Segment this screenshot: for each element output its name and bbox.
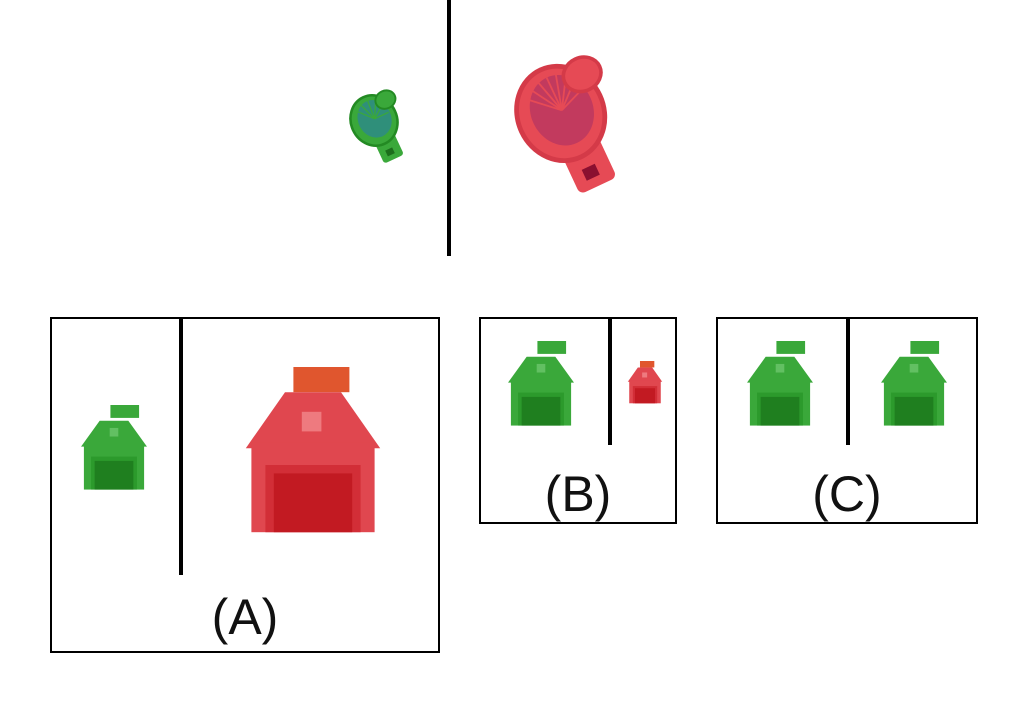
barn-icon: [881, 341, 947, 426]
option-c-label: (C): [812, 466, 882, 522]
option-c-left-barn: [744, 341, 816, 427]
option-a-divider: [179, 319, 183, 575]
option-c-divider: [846, 319, 850, 445]
example-divider: [447, 0, 451, 256]
option-b-divider: [608, 319, 612, 445]
option-a-right-barn: [238, 367, 388, 535]
fan-icon: [514, 55, 615, 193]
example-right-fan: [512, 55, 632, 210]
option-a-label: (A): [211, 589, 279, 645]
barn-icon: [627, 361, 663, 404]
option-c[interactable]: (C): [716, 317, 978, 524]
barn-icon: [508, 341, 574, 426]
barn-icon: [747, 341, 813, 426]
option-a-left-barn: [78, 405, 150, 491]
option-a[interactable]: (A): [50, 317, 440, 653]
barn-icon: [81, 405, 147, 490]
option-b-right-barn: [627, 361, 663, 404]
option-b[interactable]: (B): [479, 317, 677, 524]
barn-icon: [245, 367, 381, 533]
example-panel: [0, 0, 1027, 260]
option-b-left-barn: [505, 341, 577, 427]
example-left-fan: [348, 89, 412, 172]
option-c-right-barn: [878, 341, 950, 427]
fan-icon: [349, 89, 403, 163]
option-b-label: (B): [544, 466, 612, 522]
